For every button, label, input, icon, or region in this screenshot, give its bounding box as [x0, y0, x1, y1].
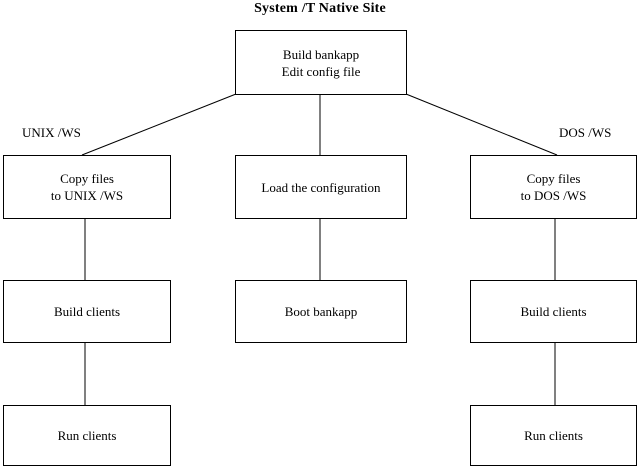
node-build-clients-dos-line1: Build clients	[520, 304, 587, 319]
node-copy-files-dos[interactable]: Copy files to DOS /WS	[470, 155, 637, 219]
node-run-clients-dos-line1: Run clients	[524, 428, 583, 443]
node-copy-files-unix-line1: Copy files	[60, 171, 114, 186]
node-load-configuration-line1: Load the configuration	[261, 179, 381, 195]
node-copy-files-dos-line2: to DOS /WS	[520, 188, 587, 203]
edge-root-to-unix	[81, 93, 237, 156]
node-run-clients-unix[interactable]: Run clients	[3, 405, 171, 466]
branch-label-dos: DOS /WS	[559, 125, 612, 140]
node-copy-files-unix-line2: to UNIX /WS	[50, 188, 124, 203]
node-build-clients-unix[interactable]: Build clients	[3, 280, 171, 343]
node-boot-bankapp[interactable]: Boot bankapp	[235, 280, 407, 343]
page-title: System /T Native Site	[254, 1, 386, 16]
node-build-bankapp-line2: Edit config file	[281, 63, 361, 79]
edge-root-to-dos	[405, 93, 558, 156]
node-copy-files-dos-line1: Copy files	[526, 171, 581, 186]
node-load-configuration[interactable]: Load the configuration	[235, 155, 407, 219]
node-run-clients-unix-line1: Run clients	[57, 428, 117, 443]
node-copy-files-unix[interactable]: Copy files to UNIX /WS	[3, 155, 171, 219]
branch-label-unix: UNIX /WS	[22, 125, 81, 140]
node-build-clients-unix-line1: Build clients	[53, 304, 121, 319]
node-build-clients-dos[interactable]: Build clients	[470, 280, 637, 343]
node-build-bankapp-line1: Build bankapp	[282, 46, 360, 62]
node-build-bankapp[interactable]: Build bankapp Edit config file	[235, 30, 407, 95]
node-boot-bankapp-line1: Boot bankapp	[284, 304, 358, 319]
node-run-clients-dos[interactable]: Run clients	[470, 405, 637, 466]
